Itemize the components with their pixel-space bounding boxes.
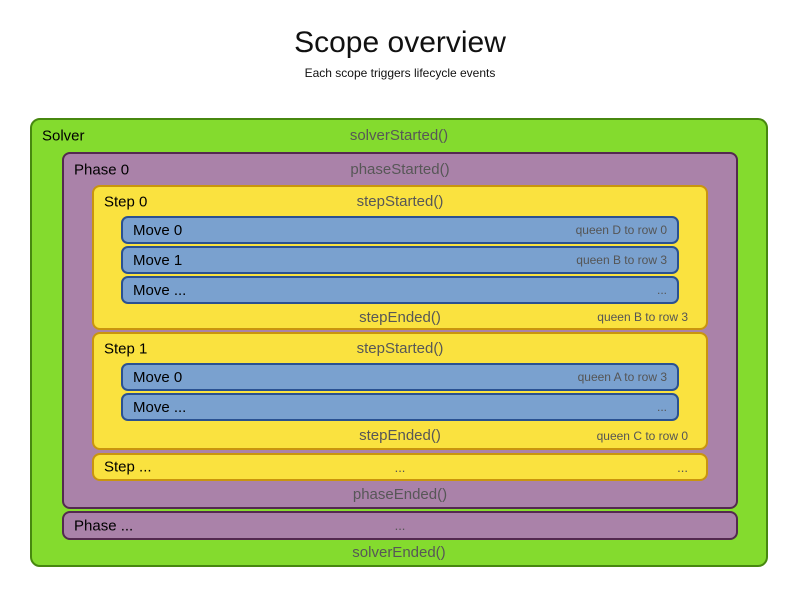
move-label: Move 0 bbox=[133, 221, 183, 239]
step-1-ended-row: stepEnded() queen C to row 0 bbox=[94, 423, 706, 448]
step-more-center-dots: ... bbox=[394, 459, 406, 475]
phase-0-header: Phase 0 phaseStarted() bbox=[64, 154, 736, 185]
phase-started-event: phaseStarted() bbox=[350, 161, 450, 178]
step-1-label: Step 1 bbox=[104, 340, 148, 357]
page-subtitle: Each scope triggers lifecycle events bbox=[304, 66, 496, 80]
page-title: Scope overview bbox=[294, 26, 506, 59]
step-0-started-event: stepStarted() bbox=[356, 193, 444, 210]
phase-0-label: Phase 0 bbox=[74, 161, 130, 178]
phase-more-label: Phase ... bbox=[74, 517, 134, 534]
step-0-header: Step 0 stepStarted() bbox=[94, 187, 706, 216]
solver-label: Solver bbox=[42, 127, 85, 145]
step-1-started-event: stepStarted() bbox=[356, 340, 444, 357]
move-label: Move 1 bbox=[133, 251, 183, 269]
move-note: queen A to row 3 bbox=[577, 370, 667, 384]
move-box: Move 1 queen B to row 3 bbox=[121, 246, 679, 274]
move-note: queen D to row 0 bbox=[575, 223, 667, 237]
title-block: Scope overview Each scope triggers lifec… bbox=[0, 26, 800, 80]
phase-ended-row: phaseEnded() bbox=[64, 481, 736, 507]
phase-more-scope-box: Phase ... ... bbox=[62, 511, 738, 540]
step-1-ended-event: stepEnded() bbox=[359, 427, 441, 444]
move-label: Move 0 bbox=[133, 368, 183, 386]
move-box: Move ... ... bbox=[121, 393, 679, 421]
move-note: ... bbox=[656, 283, 667, 297]
move-label: Move ... bbox=[133, 398, 187, 416]
solver-ended-row: solverEnded() bbox=[32, 540, 766, 565]
step-0-label: Step 0 bbox=[104, 193, 148, 210]
move-note: queen B to row 3 bbox=[576, 253, 667, 267]
move-box: Move 0 queen A to row 3 bbox=[121, 363, 679, 391]
step-0-scope-box: Step 0 stepStarted() Move 0 queen D to r… bbox=[92, 185, 708, 330]
phase-0-scope-box: Phase 0 phaseStarted() Step 0 stepStarte… bbox=[62, 152, 738, 509]
step-more-right-dots: ... bbox=[677, 459, 688, 475]
solver-scope-box: Solver solverStarted() Phase 0 phaseStar… bbox=[30, 118, 768, 567]
move-label: Move ... bbox=[133, 281, 187, 299]
step-more-scope-box: Step ... ... ... bbox=[92, 453, 708, 481]
move-note: ... bbox=[656, 400, 667, 414]
move-box: Move ... ... bbox=[121, 276, 679, 304]
move-box: Move 0 queen D to row 0 bbox=[121, 216, 679, 244]
phase-more-center-dots: ... bbox=[394, 518, 406, 533]
solver-header: Solver solverStarted() bbox=[32, 120, 766, 152]
step-1-scope-box: Step 1 stepStarted() Move 0 queen A to r… bbox=[92, 332, 708, 450]
step-0-ended-note: queen B to row 3 bbox=[597, 310, 688, 324]
solver-started-event: solverStarted() bbox=[349, 127, 449, 144]
step-0-ended-row: stepEnded() queen B to row 3 bbox=[94, 306, 706, 328]
phase-ended-event: phaseEnded() bbox=[352, 485, 448, 503]
step-1-ended-note: queen C to row 0 bbox=[596, 428, 688, 443]
step-1-header: Step 1 stepStarted() bbox=[94, 334, 706, 363]
solver-ended-event: solverEnded() bbox=[352, 544, 446, 561]
step-0-ended-event: stepEnded() bbox=[359, 308, 441, 326]
step-more-label: Step ... bbox=[104, 458, 152, 476]
